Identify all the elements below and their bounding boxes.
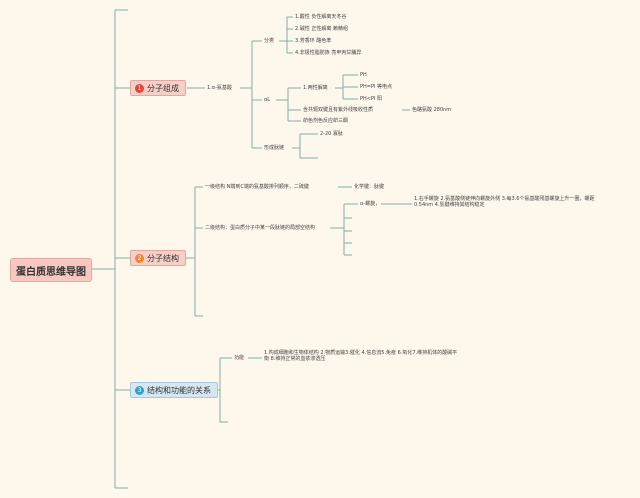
node-classify[interactable]: 分类 (264, 38, 275, 44)
number-badge-1: 1 (135, 83, 144, 93)
node-uv-absorb[interactable]: 含共轭双键且有紫外线吸收性质 (303, 107, 374, 113)
branch-label: 结构和功能的关系 (147, 385, 211, 395)
node-peptide-bond[interactable]: 化学键：肽键 (354, 184, 385, 190)
node-acidic[interactable]: 1.酸性 负性解离天冬谷 (295, 14, 347, 20)
node-ph-cation[interactable]: PH<PI 阳 (360, 96, 383, 102)
node-alpha-helix-desc[interactable]: 1.右手螺旋 2.氨基酸侧链伸向螺旋外侧 3.每3.6个氨基酸残基螺旋上升一圈，… (414, 196, 595, 208)
number-badge-2: 2 (135, 253, 144, 263)
number-badge-3: 3 (135, 385, 144, 395)
node-function-desc[interactable]: 1.构成细胞和生物体结构 2.物质运输3.催化 4.信息流5.免疫 6.氧化7.… (264, 350, 458, 362)
branch-molecular-composition[interactable]: 1 分子组成 (130, 80, 186, 96)
node-ph-isoelectric[interactable]: PH=PI 等电点 (360, 84, 393, 90)
node-function[interactable]: 功能 (234, 355, 245, 361)
root-node[interactable]: 蛋白质思维导图 (10, 258, 92, 282)
node-alpha-helix[interactable]: α-螺旋， (360, 201, 381, 207)
node-amphoteric[interactable]: 1.两性解离 (303, 85, 328, 91)
node-peptide-chain[interactable]: 形成肽链 (264, 145, 285, 151)
node-amino-acid[interactable]: 1.α-氨基酸 (207, 85, 232, 91)
branch-molecular-structure[interactable]: 2 分子结构 (130, 250, 186, 266)
branch-label: 分子组成 (147, 83, 179, 93)
node-basic[interactable]: 2.碱性 正性解离 赖精组 (295, 26, 348, 32)
node-primary-structure[interactable]: 一级结构 N端到C端的氨基酸排列顺序，二硫键 (205, 184, 309, 190)
node-color-reaction[interactable]: 茚色剂色反应茚三酮 (303, 118, 349, 124)
branch-label: 分子结构 (147, 253, 179, 263)
branch-structure-function[interactable]: 3 结构和功能的关系 (130, 382, 218, 398)
node-uv-value[interactable]: 色酪氨酸 280nm (412, 107, 452, 113)
node-nonpolar[interactable]: 4.非极性脂肪族 亮甲丙甘脯异 (295, 50, 362, 56)
node-secondary-structure[interactable]: 二级结构：蛋白质分子中某一段肽链的局部空结构 (205, 225, 316, 231)
node-alpha-l[interactable]: αL (264, 97, 271, 103)
node-aromatic[interactable]: 3.芳香环 酪色苯 (295, 38, 332, 44)
node-ph[interactable]: PH (360, 72, 367, 78)
node-oligopeptide[interactable]: 2-20 寡肽 (320, 131, 343, 137)
